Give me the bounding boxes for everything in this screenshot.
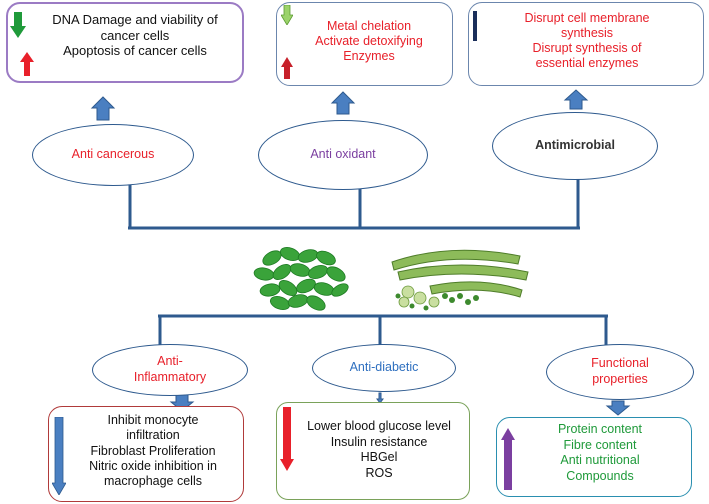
oxidant-effect-line-1: Metal chelation: [326, 19, 412, 33]
blue-down-arrow-icon: [52, 417, 66, 495]
inflammatory-effects-box: Inhibit monocyte infiltration Fibroblast…: [48, 406, 244, 502]
functional-effect-line-2: Fibre content: [563, 437, 637, 452]
antimicrobial-ellipse: Antimicrobial: [492, 112, 658, 180]
microbial-effect-line-3: Disrupt synthesis of: [532, 41, 642, 55]
inflammatory-effect-line-1: Inhibit monocyte: [107, 413, 199, 427]
up-arrow-microbial: [563, 89, 589, 110]
microbial-effects-box: Disrupt cell membrane synthesis Disrupt …: [468, 2, 704, 86]
anti-inflammatory-label-2: Inflammatory: [133, 370, 207, 384]
diabetic-effect-line-2: Insulin resistance: [330, 434, 428, 449]
up-arrow-cancer: [90, 96, 116, 121]
antimicrobial-label: Antimicrobial: [535, 138, 615, 153]
cancer-effects-box: DNA Damage and viability of cancer cells…: [6, 2, 244, 83]
anti-oxidant-label: Anti oxidant: [310, 147, 376, 162]
oxidant-effect-line-2: Activate detoxifying: [315, 34, 423, 48]
microbial-effect-line-2: synthesis: [560, 26, 614, 40]
functional-effect-line-4: Compounds: [566, 468, 634, 483]
anti-cancerous-ellipse: Anti cancerous: [32, 124, 194, 186]
down-arrow-functional: [605, 400, 631, 416]
moringa-pods-seeds-image: [391, 249, 529, 311]
up-arrow-oxidant: [330, 91, 356, 115]
functional-properties-ellipse: Functional properties: [546, 344, 694, 400]
cancer-effect-line-2: cancer cells: [100, 27, 170, 43]
functional-effect-line-3: Anti nutritional: [560, 453, 640, 468]
functional-label-2: properties: [592, 372, 648, 386]
red-down-arrow-icon: [280, 407, 294, 471]
top-connector-tree: [128, 176, 580, 230]
dark-blue-bar-icon: [473, 11, 477, 41]
anti-diabetic-ellipse: Anti-diabetic: [312, 344, 456, 392]
inflammatory-effect-line-4: Nitric oxide inhibition in: [89, 458, 217, 473]
diabetic-effects-box: Lower blood glucose level Insulin resist…: [276, 402, 470, 500]
light-green-down-arrow-icon: [281, 5, 293, 25]
diabetic-effect-line-3: HBGel: [360, 450, 398, 465]
anti-diabetic-label: Anti-diabetic: [349, 360, 419, 375]
functional-label-1: Functional: [591, 356, 649, 371]
microbial-effect-line-4: essential enzymes: [535, 56, 639, 70]
anti-inflammatory-label-1: Anti-: [157, 354, 183, 369]
functional-effects-box: Protein content Fibre content Anti nutri…: [496, 417, 692, 497]
red-up-arrow-icon: [281, 57, 293, 79]
diabetic-effect-line-4: ROS: [365, 465, 393, 480]
anti-cancerous-label: Anti cancerous: [71, 147, 155, 162]
green-down-arrow-icon: [10, 12, 26, 38]
red-up-arrow-icon: [20, 52, 34, 76]
oxidant-effect-line-3: Enzymes: [343, 49, 395, 63]
microbial-effect-line-1: Disrupt cell membrane: [524, 11, 650, 25]
down-arrow-diabetic: [376, 392, 384, 404]
oxidant-effects-box: Metal chelation Activate detoxifying Enz…: [276, 2, 453, 86]
inflammatory-effect-line-3: Fibroblast Proliferation: [90, 443, 216, 458]
diabetic-effect-line-1: Lower blood glucose level: [307, 419, 451, 433]
anti-inflammatory-ellipse: Anti- Inflammatory: [92, 344, 248, 396]
functional-effect-line-1: Protein content: [557, 422, 643, 436]
moringa-leaves-image: [253, 247, 349, 311]
cancer-effect-line-1: DNA Damage and viability of: [52, 12, 218, 27]
purple-up-arrow-icon: [501, 428, 515, 490]
cancer-effect-line-3: Apoptosis of cancer cells: [63, 43, 207, 59]
inflammatory-effect-line-5: macrophage cells: [104, 474, 202, 488]
anti-oxidant-ellipse: Anti oxidant: [258, 120, 428, 190]
inflammatory-effect-line-2: infiltration: [126, 428, 180, 443]
